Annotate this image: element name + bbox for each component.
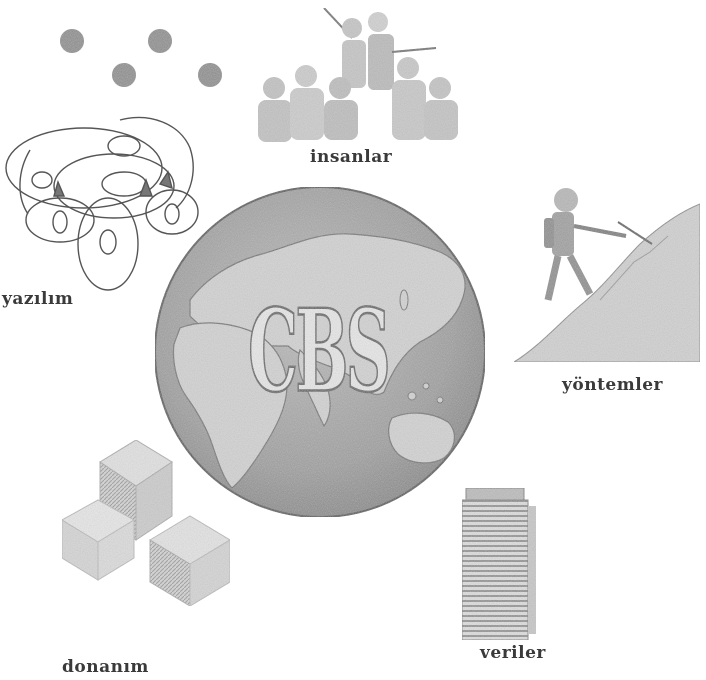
label-veriler: veriler: [480, 643, 546, 663]
label-yazilim: yazılım: [2, 289, 73, 309]
people-icon: [258, 8, 458, 142]
climber-icon: [514, 188, 700, 362]
label-insanlar: insanlar: [310, 147, 392, 167]
data-stack-icon: [462, 488, 536, 640]
software-icon: [6, 118, 198, 290]
center-title: CBS: [248, 284, 388, 418]
label-donanim: donanım: [62, 657, 149, 677]
label-yontemler: yöntemler: [562, 375, 663, 395]
dots-icon: [60, 29, 222, 87]
